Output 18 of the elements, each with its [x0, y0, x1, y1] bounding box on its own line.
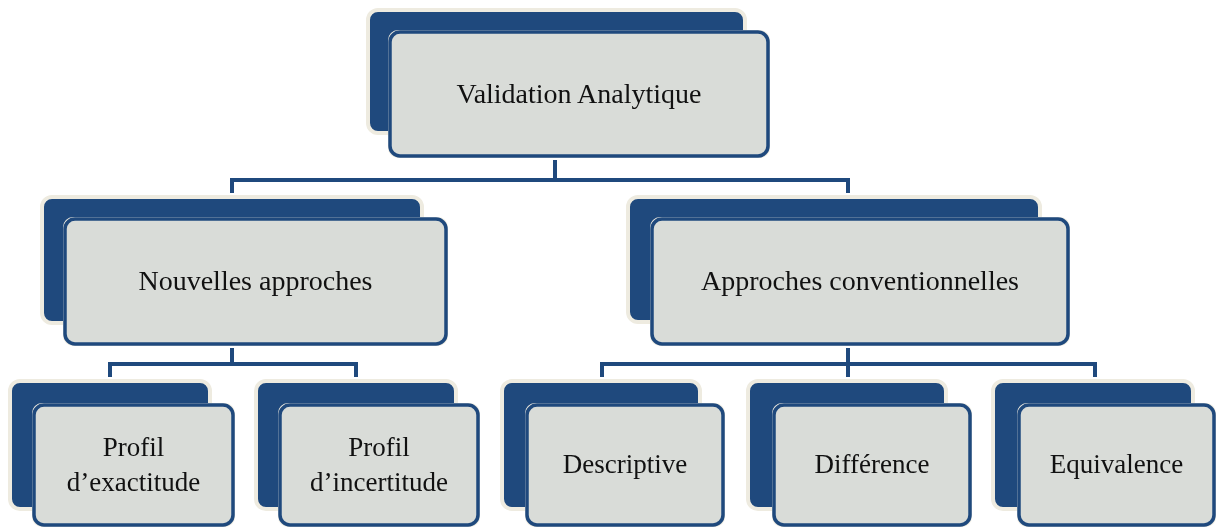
node-label: Profil d’incertitude: [309, 430, 449, 499]
connector-line: [846, 348, 1097, 377]
node-label: Différence: [814, 448, 930, 482]
node-label: Profil d’exactitude: [65, 430, 202, 499]
node-box: [364, 6, 772, 160]
node-label: Validation Analytique: [456, 76, 702, 111]
node-box: [624, 193, 1072, 348]
node-box: [989, 377, 1218, 529]
node-label: Descriptive: [562, 448, 688, 482]
node-box: [252, 377, 482, 529]
node-box: [498, 377, 727, 529]
node-label: Nouvelles approches: [138, 264, 373, 299]
connector-line: [230, 348, 358, 377]
node-box: [744, 377, 974, 529]
node-box: [6, 377, 237, 529]
node-label: Equivalence: [1049, 448, 1184, 482]
node-label: Approches conventionnelles: [701, 264, 1019, 299]
node-box: [38, 193, 450, 348]
